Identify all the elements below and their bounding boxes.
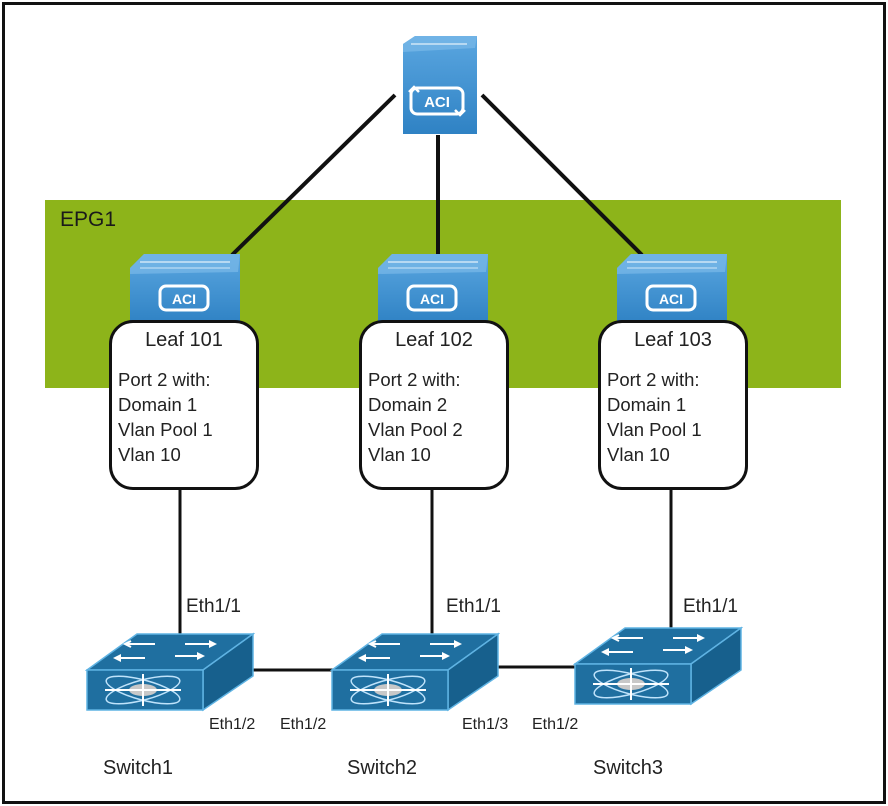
switch1-name: Switch1 — [103, 757, 174, 779]
switch2-port-eth1-2: Eth1/2 — [280, 716, 327, 733]
epg-label: EPG1 — [60, 208, 117, 231]
switch-icon-3 — [573, 626, 743, 706]
leaf-domain: Domain 2 — [368, 394, 448, 415]
switch-icon-2 — [330, 632, 500, 712]
aci-leaf-icon-101: ACI — [130, 254, 240, 324]
switch2-uplink-port: Eth1/1 — [446, 596, 501, 617]
switch1-port-eth1-2: Eth1/2 — [209, 716, 256, 733]
switch1-uplink-port: Eth1/1 — [186, 596, 241, 617]
switch2-name: Switch2 — [347, 757, 418, 779]
switch-icon-1 — [85, 632, 255, 712]
leaf-vlan: Vlan 10 — [368, 444, 431, 465]
switch3-port-eth1-2: Eth1/2 — [532, 716, 579, 733]
leaf-vlan-pool: Vlan Pool 1 — [607, 419, 702, 440]
link-spine-leaf103 — [480, 93, 644, 257]
leaf-card-102: Leaf 102 Port 2 with: Domain 2 Vlan Pool… — [359, 320, 509, 490]
leaf-vlan-pool: Vlan Pool 2 — [368, 419, 463, 440]
switch3-name: Switch3 — [593, 757, 664, 779]
leaf-card-103: Leaf 103 Port 2 with: Domain 1 Vlan Pool… — [598, 320, 748, 490]
switch3-uplink-port: Eth1/1 — [683, 596, 738, 617]
aci-leaf-icon-103: ACI — [617, 254, 727, 324]
leaf-domain: Domain 1 — [607, 394, 687, 415]
leaf-title: Leaf 102 — [395, 329, 473, 351]
leaf-title: Leaf 101 — [145, 329, 223, 351]
leaf-port: Port 2 with: — [607, 369, 700, 390]
leaf-vlan: Vlan 10 — [118, 444, 181, 465]
leaf-card-101: Leaf 101 Port 2 with: Domain 1 Vlan Pool… — [109, 320, 259, 490]
aci-spine-icon: ACI — [403, 36, 477, 134]
aci-label: ACI — [424, 94, 450, 111]
leaf-port: Port 2 with: — [368, 369, 461, 390]
svg-text:ACI: ACI — [172, 291, 196, 307]
leaf-vlan-pool: Vlan Pool 1 — [118, 419, 213, 440]
link-spine-leaf101 — [230, 93, 397, 257]
leaf-vlan: Vlan 10 — [607, 444, 670, 465]
svg-text:ACI: ACI — [420, 291, 444, 307]
leaf-port: Port 2 with: — [118, 369, 211, 390]
leaf-domain: Domain 1 — [118, 394, 198, 415]
svg-text:ACI: ACI — [659, 291, 683, 307]
aci-leaf-icon-102: ACI — [378, 254, 488, 324]
switch2-port-eth1-3: Eth1/3 — [462, 716, 509, 733]
leaf-title: Leaf 103 — [634, 329, 712, 351]
